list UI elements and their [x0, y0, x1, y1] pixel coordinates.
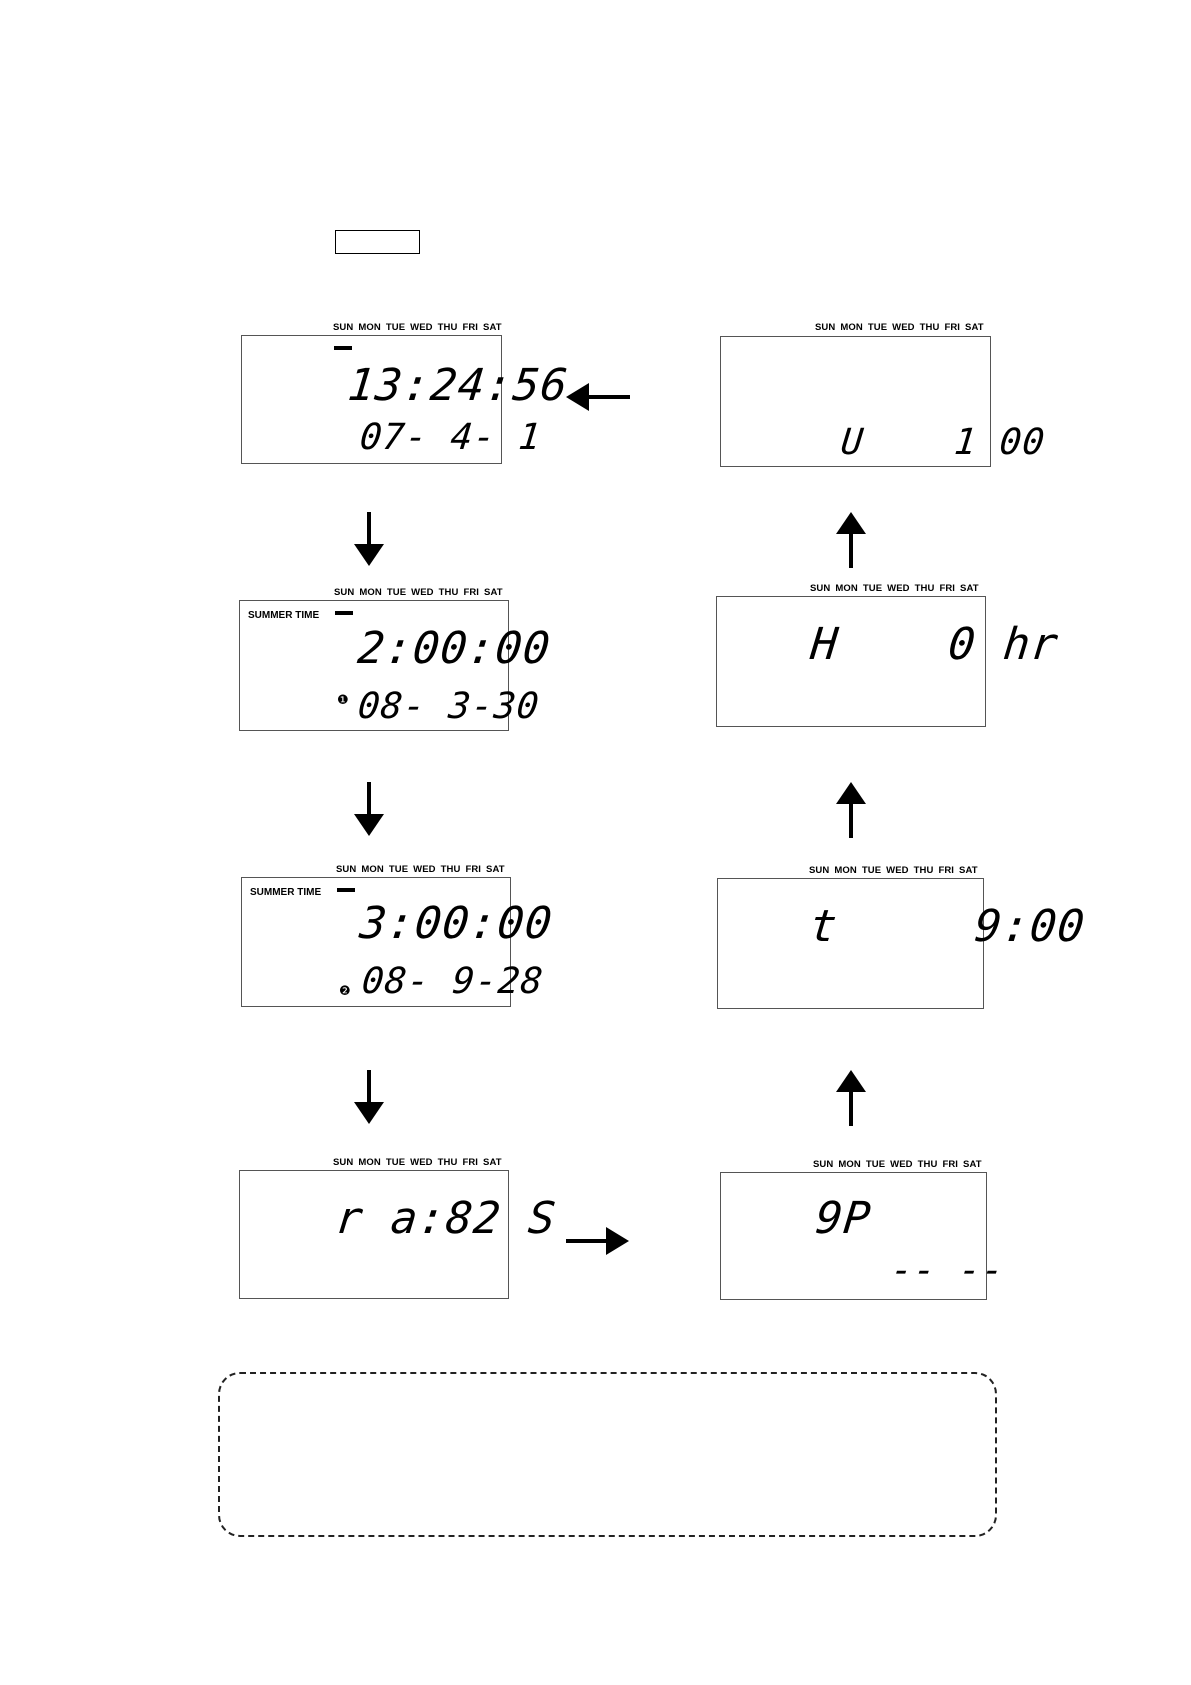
arrow-up-icon — [836, 512, 866, 568]
lcd-line1: t 9:00 — [807, 901, 1088, 952]
lcd-line1: H 0 hr — [808, 619, 1062, 670]
lcd-date: 07- 4- 1 — [357, 417, 544, 458]
lcd-line2: U 1 00 — [838, 422, 1048, 463]
lcd-panel-gp: 9P -- -- — [720, 1172, 1007, 1300]
lcd-panel-h: H 0 hr — [716, 596, 1061, 727]
lcd-line1: r a:82 S — [333, 1193, 559, 1244]
lcd-date: 08- 3-30 — [355, 686, 542, 727]
lcd-time: 13:24:56 — [345, 360, 571, 411]
lcd-line2: -- -- — [888, 1250, 1007, 1291]
key-button-box — [335, 230, 420, 254]
marker-2-icon: ❷ — [339, 984, 351, 999]
arrow-up-icon — [836, 1070, 866, 1126]
lcd-panel-summer-end: SUMMER TIME 3:00:00 ❷ 08- 9-28 — [241, 877, 555, 1007]
lcd-panel-clock: 13:24:56 07- 4- 1 — [241, 335, 571, 464]
lcd-panel-u: U 1 00 — [720, 336, 1047, 467]
lcd-panel-t: t 9:00 — [717, 878, 1088, 1009]
lcd-panel-summer-start: SUMMER TIME 2:00:00 ❶ 08- 3-30 — [239, 600, 553, 731]
summer-time-label: SUMMER TIME — [248, 610, 320, 621]
day-indicator — [335, 611, 353, 615]
summer-time-label: SUMMER TIME — [250, 887, 322, 898]
arrow-down-icon — [354, 512, 384, 566]
lcd-time: 2:00:00 — [355, 623, 554, 674]
day-indicator — [334, 346, 352, 350]
arrow-right-icon — [566, 1227, 629, 1255]
arrow-down-icon — [354, 782, 384, 836]
note-box — [218, 1372, 997, 1537]
arrow-up-icon — [836, 782, 866, 838]
marker-1-icon: ❶ — [337, 693, 349, 708]
lcd-line1: 9P — [813, 1193, 874, 1244]
lcd-date: 08- 9-28 — [359, 961, 546, 1002]
arrow-down-icon — [354, 1070, 384, 1124]
arrow-left-icon — [566, 383, 630, 411]
day-indicator — [337, 888, 355, 892]
lcd-panel-ra: r a:82 S — [239, 1170, 559, 1299]
lcd-time: 3:00:00 — [357, 898, 556, 949]
